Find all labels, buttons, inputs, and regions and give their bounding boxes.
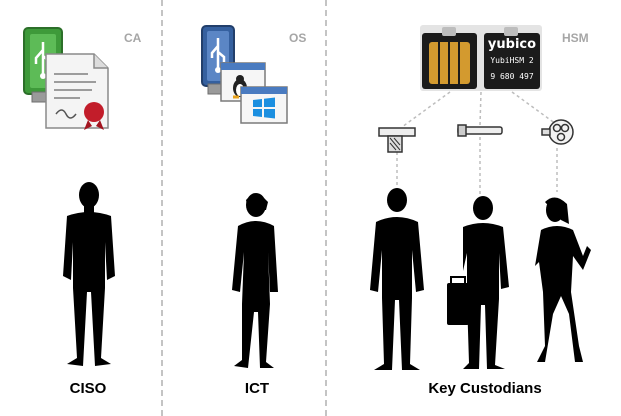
- role-label-ciso: CISO: [69, 380, 107, 397]
- yubihsm-device-icon: yubico YubiHSM 2 9 680 497: [420, 25, 542, 91]
- windows-window-icon: [240, 86, 288, 124]
- key-share-icon: [541, 116, 575, 148]
- column-tag-ca: CA: [124, 31, 142, 45]
- key-share-icon: [457, 124, 503, 138]
- hsm-brand: yubico: [487, 37, 537, 52]
- person-silhouette-icon: [232, 193, 278, 368]
- person-silhouette-icon: [535, 197, 591, 362]
- column-tag-os: OS: [289, 31, 307, 45]
- hsm-model: YubiHSM 2: [490, 56, 534, 65]
- person-silhouette-icon: [370, 188, 424, 370]
- role-label-key-custodians: Key Custodians: [428, 380, 542, 397]
- role-label-ict: ICT: [244, 380, 270, 397]
- person-silhouette-icon: [447, 196, 509, 369]
- key-share-icon: [378, 126, 416, 154]
- hsm-serial: 9 680 497: [490, 72, 534, 81]
- divider-ca-os: [161, 0, 163, 416]
- column-tag-hsm: HSM: [562, 31, 589, 45]
- person-silhouette-icon: [63, 182, 115, 366]
- divider-os-hsm: [325, 0, 327, 416]
- certificate-icon: [44, 52, 110, 130]
